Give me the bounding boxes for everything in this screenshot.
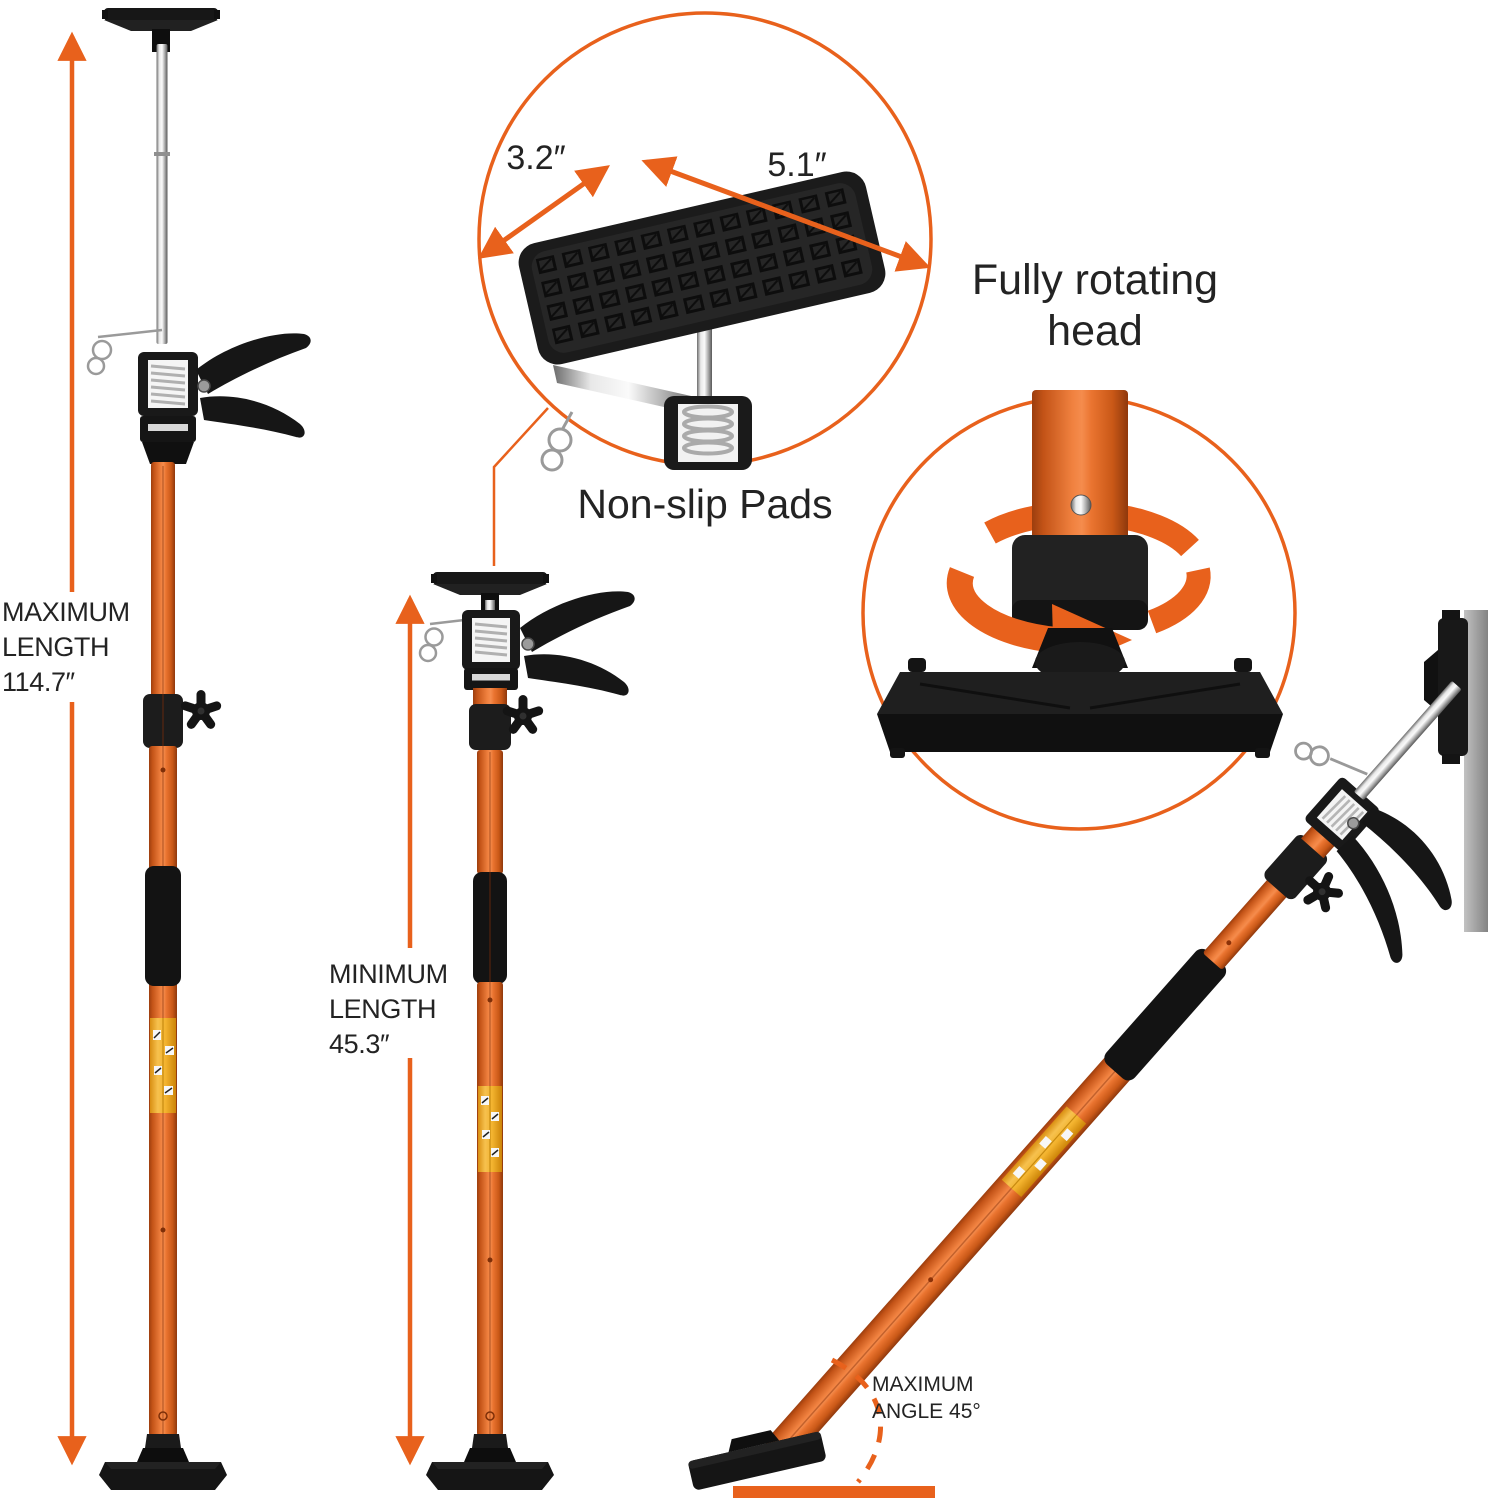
angled-pole-figure — [688, 610, 1488, 1498]
ratchet-mechanism — [1305, 777, 1452, 963]
trigger-handle — [519, 590, 636, 697]
max-length-value: 114.7″ — [2, 667, 75, 697]
angled-pole — [765, 681, 1461, 1464]
non-slip-pads-caption: Non-slip Pads — [577, 481, 833, 527]
rotating-head-line: head — [1047, 307, 1143, 355]
rotation-arrow-front — [946, 567, 1058, 653]
base-pad — [688, 1430, 826, 1490]
pad-dimension-arrows — [478, 156, 931, 272]
locking-collar — [1264, 834, 1328, 900]
angle-arc — [830, 1357, 884, 1484]
max-length-line: LENGTH — [2, 632, 110, 662]
max-length-label: MAXIMUM LENGTH 114.7″ — [2, 595, 130, 700]
upper-tube — [151, 462, 175, 700]
base-pad — [426, 1448, 554, 1490]
min-length-line: MINIMUM — [329, 959, 448, 989]
ground-line — [733, 1486, 935, 1498]
base-pad — [99, 1448, 227, 1490]
locking-pin — [86, 328, 163, 376]
foam-grip — [145, 866, 181, 986]
instruction-sticker — [478, 1086, 502, 1172]
max-angle-line: ANGLE 45° — [872, 1400, 981, 1423]
pole-end — [1032, 390, 1128, 542]
locking-collar — [143, 694, 183, 748]
extension-rod — [1354, 681, 1461, 800]
max-angle-line: MAXIMUM — [872, 1373, 974, 1396]
max-length-line: MAXIMUM — [2, 597, 130, 627]
min-length-value: 45.3″ — [329, 1029, 390, 1059]
ratchet-mechanism — [138, 332, 312, 464]
ratchet-mechanism — [462, 590, 636, 697]
callout-pointer-line — [492, 407, 549, 566]
trigger-handle — [195, 332, 312, 439]
instruction-sticker — [1001, 1106, 1087, 1198]
min-length-line: LENGTH — [329, 994, 437, 1024]
min-length-label: MINIMUM LENGTH 45.3″ — [329, 957, 448, 1062]
rotating-head-inset — [861, 390, 1297, 831]
extension-rod — [156, 44, 168, 344]
wall-pad — [1424, 610, 1468, 764]
rotating-base-plate — [877, 658, 1283, 758]
foam-grip — [473, 872, 507, 984]
max-angle-label: MAXIMUM ANGLE 45° — [872, 1371, 981, 1425]
rotating-head-line: Fully rotating — [971, 256, 1219, 304]
pad-inset — [477, 11, 933, 566]
rotating-head-caption: Fully rotating head — [925, 255, 1265, 357]
pole-extended — [86, 8, 312, 1490]
pole-collapsed — [418, 572, 636, 1490]
locking-pin — [1294, 741, 1368, 776]
pad-hardware — [540, 316, 752, 472]
foam-grip — [1104, 948, 1227, 1081]
locking-collar — [469, 704, 511, 750]
pad-width-label: 3.2″ — [506, 139, 566, 177]
star-knob — [179, 690, 223, 731]
instruction-sticker — [150, 1018, 176, 1113]
pad-depth-label: 5.1″ — [767, 146, 827, 184]
